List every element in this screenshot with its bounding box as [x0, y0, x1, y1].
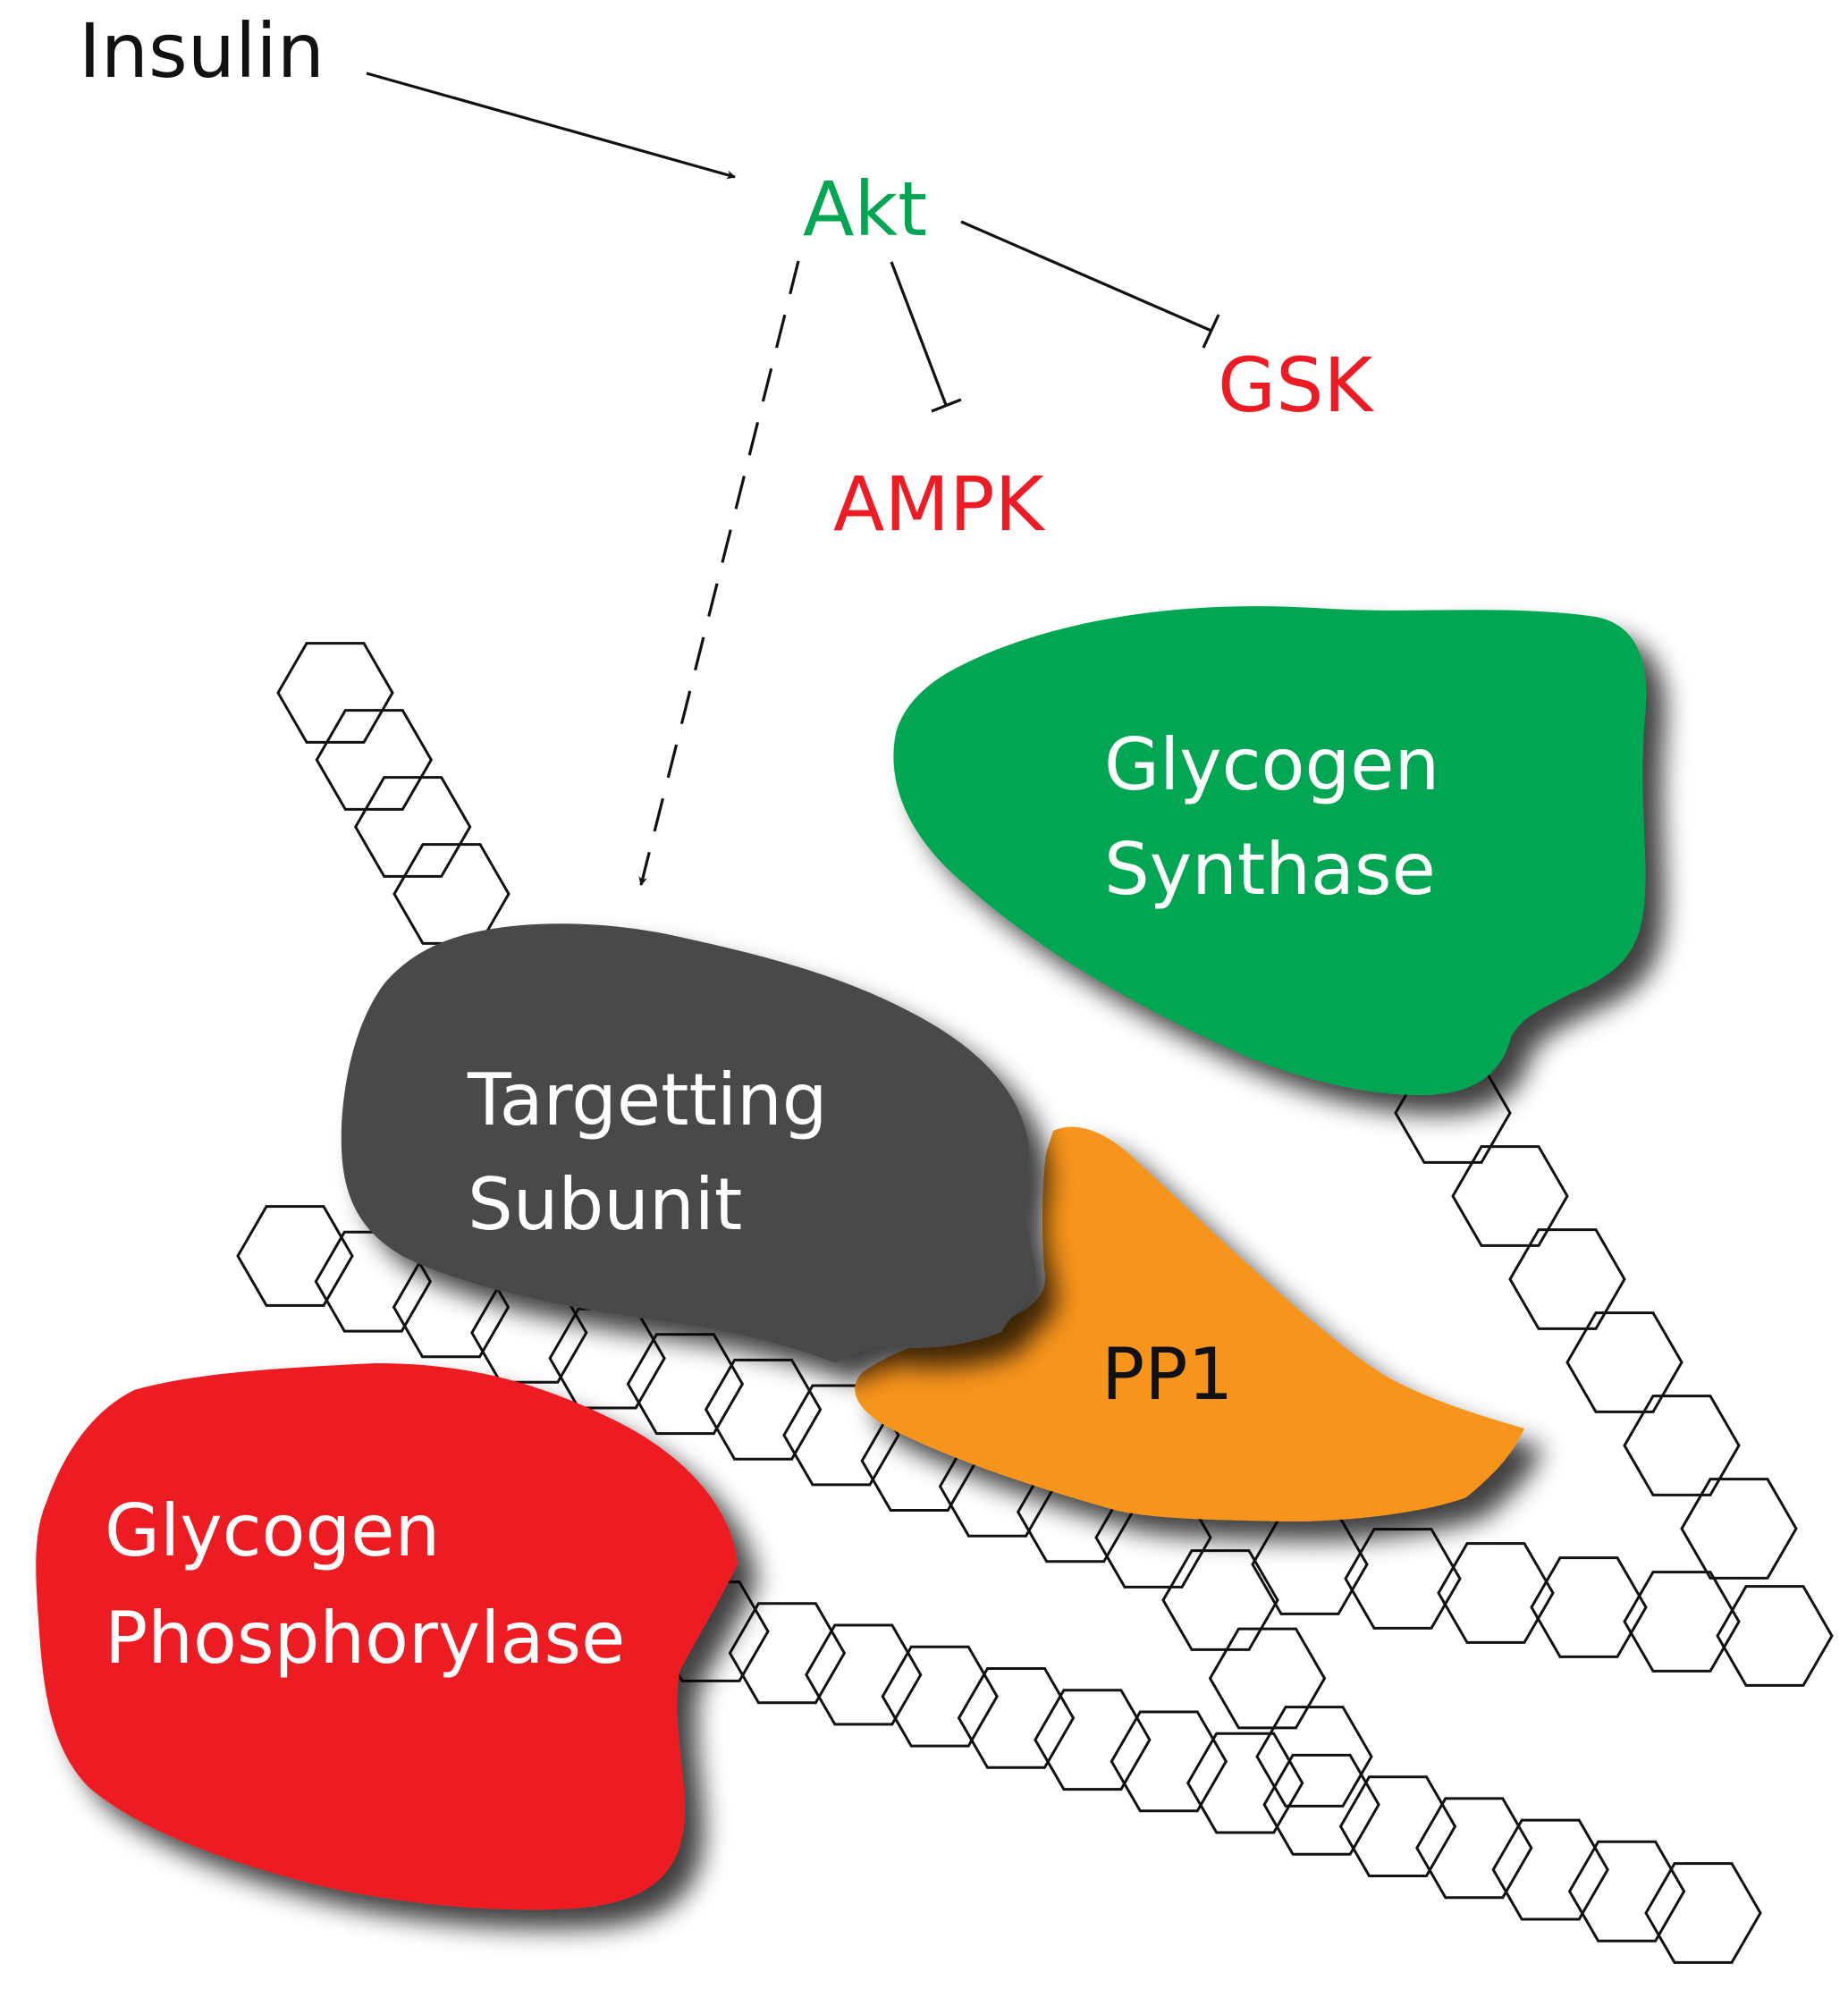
glycogen-hexagon	[353, 776, 472, 878]
ampk-label: AMPK	[833, 460, 1046, 548]
glycogen-hexagon	[1344, 1528, 1462, 1630]
gsk-inhibition-bar	[1202, 314, 1220, 349]
glycogen-hexagon	[728, 1602, 847, 1705]
glycogen-hexagon	[1451, 1145, 1569, 1247]
glycogen-hexagon	[548, 1307, 666, 1410]
glycogen-hexagon	[236, 1205, 354, 1307]
glycogen-hexagon	[957, 1667, 1076, 1769]
glycogen-hexagon	[1567, 1840, 1686, 1943]
glycogen-phosphorylase-label-line2: Phosphorylase	[105, 1597, 625, 1680]
glycogen-hexagon	[315, 709, 434, 811]
glycogen-hexagon	[1186, 1732, 1304, 1834]
glycogen-hexagon	[1208, 1627, 1327, 1730]
glycogen-hexagon	[1508, 1228, 1626, 1330]
targetting-subunit-label-line1: Targetting	[467, 1058, 828, 1142]
glycogen-hexagon	[1255, 1706, 1373, 1808]
glycogen-hexagon	[704, 1358, 823, 1461]
akt-label: Akt	[803, 165, 927, 253]
insulin-label: Insulin	[79, 7, 325, 95]
glycogen-hexagon	[1262, 1753, 1380, 1856]
glycogen-hexagon	[1415, 1797, 1533, 1900]
targetting-subunit-label-line2: Subunit	[468, 1163, 742, 1246]
glycogen-hexagon	[276, 642, 394, 744]
gsk-label: GSK	[1218, 341, 1374, 429]
ampk-inhibition-bar	[931, 398, 962, 413]
glycogen-phosphorylase-label-line1: Glycogen	[105, 1489, 440, 1572]
glycogen-hexagon	[1623, 1571, 1741, 1673]
glycogen-hexagon	[1644, 1862, 1762, 1964]
glycogen-hexagon	[1437, 1542, 1555, 1644]
glycogen-hexagon	[626, 1333, 745, 1436]
glycogen-hexagon	[1338, 1775, 1457, 1877]
glycogen-synthase-complex: Glycogen Synthase	[893, 606, 1647, 1095]
insulin-to-akt-arrow	[366, 72, 736, 180]
glycogen-phosphorylase-complex: Glycogen Phosphorylase	[36, 1363, 738, 1910]
akt-to-targetting-dashed-arrow	[638, 260, 800, 886]
glycogen-synthase-label-line2: Synthase	[1104, 828, 1436, 911]
glycogen-hexagon	[1491, 1818, 1609, 1921]
glycogen-hexagon	[1530, 1556, 1648, 1658]
glycogen-hexagon	[881, 1645, 999, 1748]
glycogen-hexagon	[1565, 1311, 1683, 1413]
pp1-complex: PP1	[855, 1126, 1524, 1521]
glycogen-hexagon	[1680, 1478, 1798, 1580]
targetting-subunit-complex: Targetting Subunit	[341, 923, 1037, 1363]
pp1-blob	[855, 1126, 1524, 1521]
signaling-edges	[366, 72, 1220, 886]
akt-to-ampk-inhibition	[890, 261, 948, 406]
glycogen-hexagon	[1251, 1513, 1369, 1615]
glycogen-hexagon	[1110, 1710, 1228, 1813]
pp1-label: PP1	[1101, 1333, 1233, 1416]
glycogen-synthase-label-line1: Glycogen	[1104, 723, 1439, 806]
glycogen-hexagon	[1716, 1585, 1834, 1687]
targetting-subunit-blob	[341, 923, 1037, 1363]
glycogen-synthase-blob	[893, 606, 1647, 1095]
glycogen-hexagon	[1623, 1395, 1741, 1496]
glycogen-hexagon	[1161, 1549, 1279, 1651]
glycogen-hexagon	[805, 1623, 923, 1726]
glycogen-phosphorylase-blob	[36, 1363, 738, 1910]
glycogen-hexagon	[1034, 1689, 1152, 1791]
akt-to-gsk-inhibition	[960, 220, 1212, 333]
